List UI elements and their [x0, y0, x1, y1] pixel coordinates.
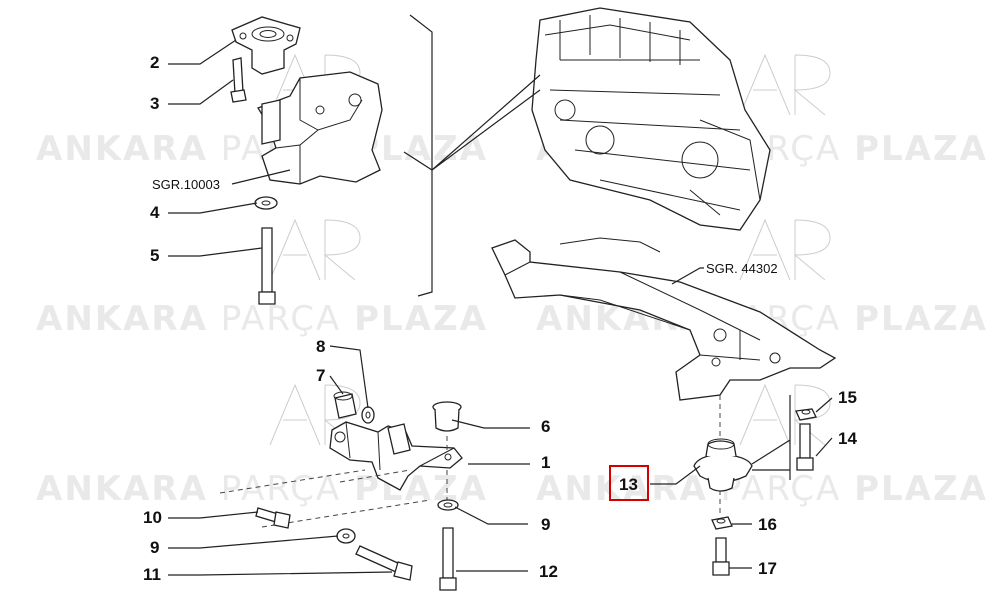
bolt-part-11 [355, 545, 413, 581]
spacer-part-7 [333, 391, 357, 419]
bushing-part-6 [432, 401, 462, 432]
watermark-text: ANKARA PARÇA PLAZA [36, 469, 488, 509]
engine-gearbox-assembly [531, 7, 771, 231]
callout-9: 9 [150, 538, 159, 557]
washer-part-9 [336, 528, 356, 544]
callout-5: 5 [150, 246, 159, 265]
watermark: ANKARA PARÇA PLAZA ANKARA PARÇA PLAZA AN… [36, 53, 988, 509]
assembly-guide [219, 395, 721, 528]
bolt-part-3 [230, 57, 247, 103]
leader-lines [168, 39, 833, 576]
watermark-logo-icon [269, 53, 831, 446]
nut-part-15 [795, 408, 817, 421]
bolt-part-17 [712, 537, 730, 576]
callout-15: 15 [838, 388, 857, 407]
callout-16: 16 [758, 515, 777, 534]
callout-8: 8 [316, 337, 325, 356]
bracket-line [751, 395, 791, 480]
upper-engine-mount [231, 16, 301, 75]
watermark-text: ANKARA PARÇA PLAZA [36, 299, 488, 339]
watermark-text: ANKARA PARÇA PLAZA [536, 469, 988, 509]
rubber-mount-part-13 [693, 438, 753, 492]
callout-10: 10 [143, 508, 162, 527]
bolt-part-5 [258, 227, 276, 305]
washer-part-16 [711, 516, 733, 530]
subframe-assembly [491, 237, 837, 401]
callout-6: 6 [541, 417, 550, 436]
engine-bracket-sgr-10003 [257, 71, 383, 185]
callout-1: 1 [541, 453, 550, 472]
callout-13-highlight-box [609, 465, 649, 501]
washer-part-9 [437, 499, 459, 511]
bolt-part-10 [255, 507, 291, 529]
lower-bracket-part-1 [329, 421, 463, 491]
callout-17: 17 [758, 559, 777, 578]
reference-sgr-44302: SGR. 44302 [706, 261, 778, 276]
engine-link-line [403, 14, 541, 297]
reference-sgr-10003: SGR.10003 [152, 177, 220, 192]
callout-9: 9 [541, 515, 550, 534]
callout-14: 14 [838, 429, 857, 448]
washer-part-8 [361, 406, 375, 424]
washer-part-4 [254, 196, 278, 210]
callout-11: 11 [143, 565, 161, 584]
callout-labels: 2 3 4 5 8 7 6 1 10 9 9 11 12 15 14 16 17… [143, 53, 857, 584]
bolt-part-14 [796, 423, 814, 471]
callout-12: 12 [539, 562, 558, 581]
callout-4: 4 [150, 203, 160, 222]
bolt-part-12 [439, 527, 457, 591]
callout-13: 13 [619, 475, 638, 494]
callout-2: 2 [150, 53, 159, 72]
callout-7: 7 [316, 366, 325, 385]
callout-3: 3 [150, 94, 159, 113]
